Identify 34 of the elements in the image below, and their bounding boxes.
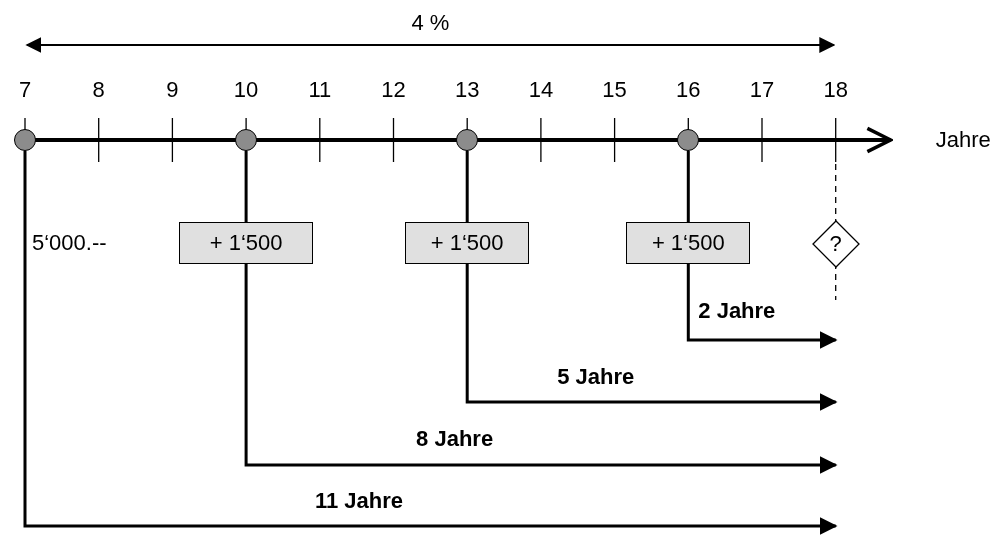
tick-label: 16	[676, 79, 701, 101]
tick-label: 8	[92, 79, 105, 101]
tick-label: 17	[749, 79, 775, 101]
amount-box: + 1‘500	[626, 222, 751, 264]
tick-label: 18	[823, 79, 848, 101]
axis-label: Jahre	[935, 129, 991, 151]
tick-label: 10	[233, 79, 259, 101]
tick-label: 14	[528, 79, 554, 101]
edge-label: 2 Jahre	[698, 300, 776, 322]
tick-label: 11	[308, 79, 332, 101]
dimension-label: 4 %	[411, 12, 450, 34]
tick-label: 15	[602, 79, 627, 101]
timeline-dot	[235, 129, 258, 151]
question-diamond: ?	[811, 220, 860, 268]
tick-label: 7	[18, 79, 32, 101]
amount-label: 5‘000.--	[32, 232, 107, 254]
tick-label: 13	[454, 79, 480, 101]
timeline-dot	[677, 129, 700, 151]
edge-label: 11 Jahre	[315, 490, 404, 512]
connector-line	[244, 151, 248, 222]
connector-line	[465, 151, 469, 222]
amount-box: + 1‘500	[405, 222, 530, 264]
amount-box: + 1‘500	[179, 222, 314, 264]
edge-label: 5 Jahre	[557, 366, 635, 388]
arrow	[244, 264, 838, 474]
arrow	[465, 264, 838, 411]
timeline-dot	[14, 129, 36, 151]
arrow	[23, 151, 838, 535]
edge-label: 8 Jahre	[416, 428, 494, 450]
arrow	[686, 264, 838, 349]
tick-label: 12	[381, 79, 406, 101]
connector-line	[686, 151, 690, 222]
timeline-dot	[456, 129, 479, 151]
tick-label: 9	[166, 79, 179, 101]
